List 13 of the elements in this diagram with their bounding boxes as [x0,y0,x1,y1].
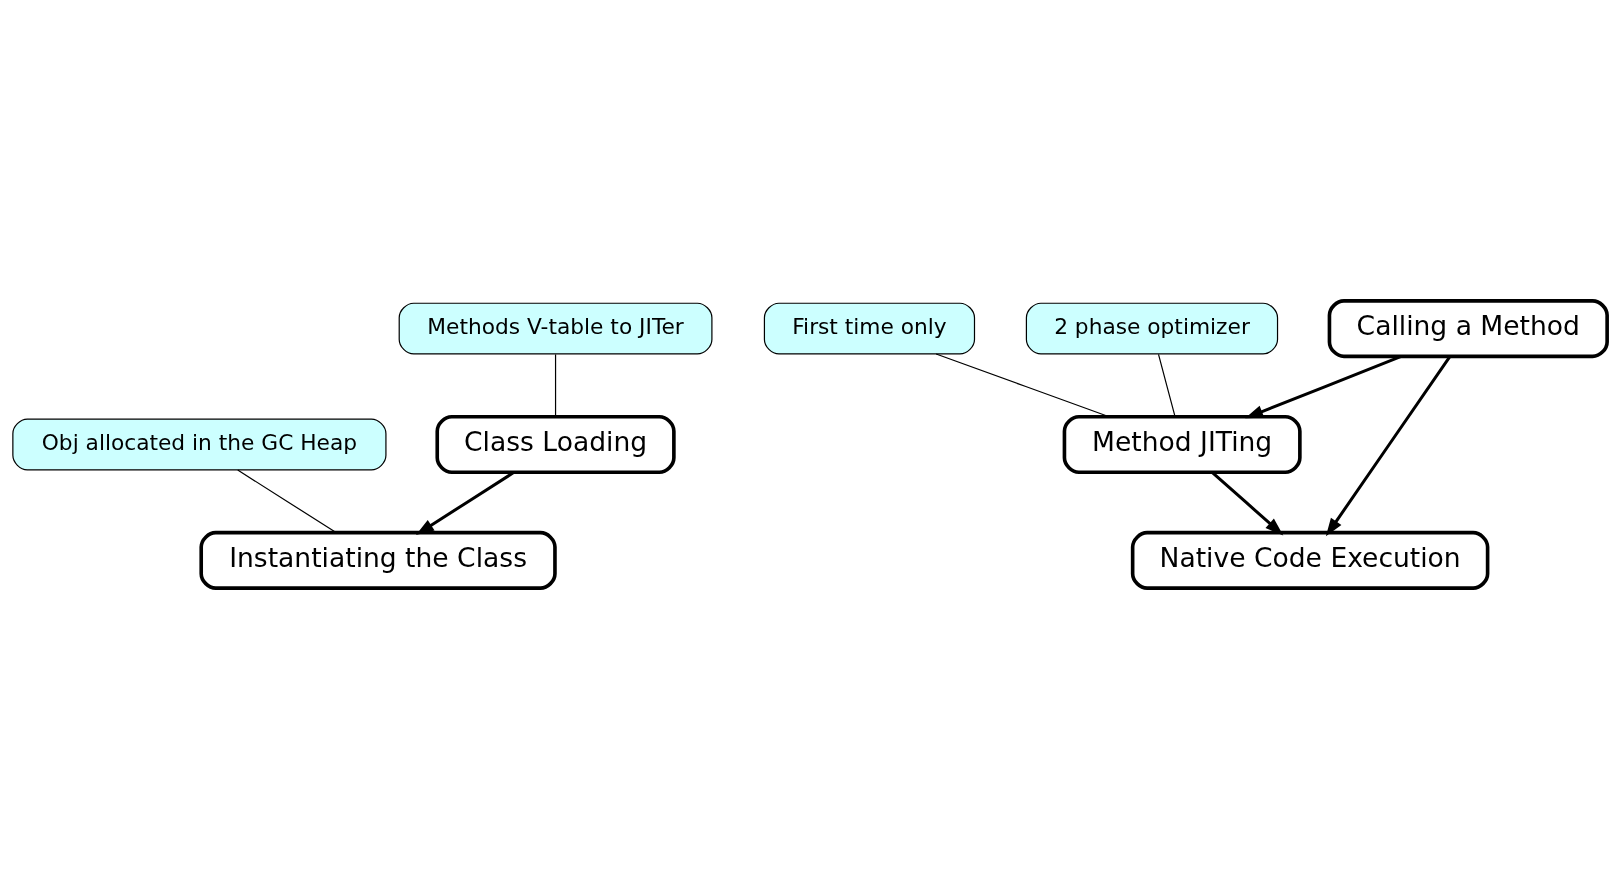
connector [1157,353,1176,417]
node-box: Method JITing [1062,414,1302,474]
connector [237,468,337,533]
node-box: Obj allocated in the GC Heap [12,418,387,470]
arrow [1325,355,1452,536]
node-box: Class Loading [435,414,676,474]
node-box: 2 phase optimizer [1025,302,1279,355]
connector [554,353,557,417]
node-box: Calling a Method [1327,298,1609,358]
node-box: Methods V-table to JITer [398,302,713,355]
node-box: Instantiating the Class [199,530,557,590]
node-box: Native Code Execution [1130,530,1490,590]
node-box: First time only [763,302,976,355]
